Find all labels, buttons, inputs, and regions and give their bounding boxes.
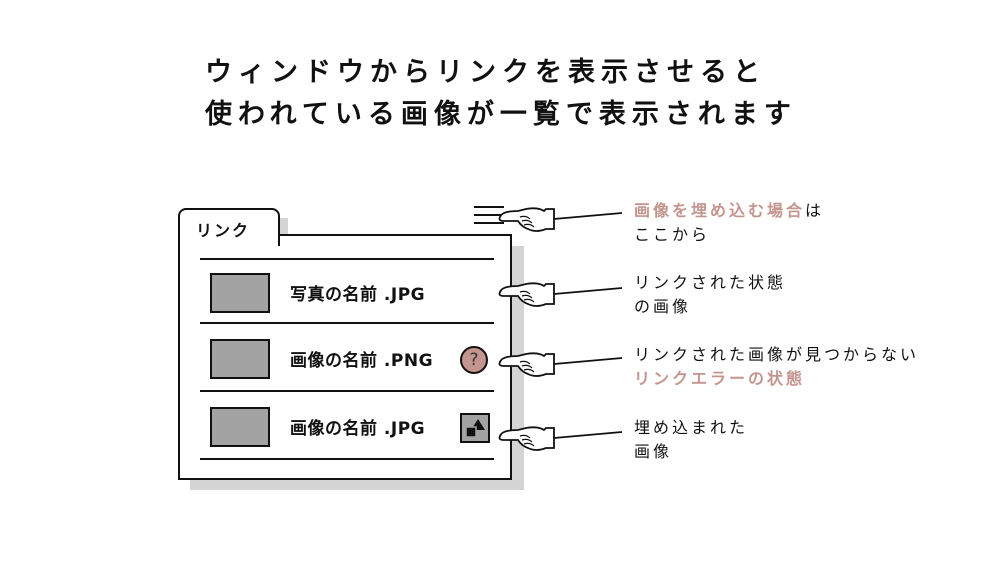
pointing-hand-icon xyxy=(498,207,622,232)
headline-line-2: 使われている画像が一覧で表示されます xyxy=(205,99,797,130)
tab-links[interactable]: リンク xyxy=(178,208,280,246)
annotation-text: リンクされた状態 xyxy=(634,273,787,292)
annotation-line-2: ここから xyxy=(634,225,711,244)
pointing-hand-icon xyxy=(498,426,622,451)
annotation-accent: リンクエラーの状態 xyxy=(634,369,806,388)
file-name: 画像の名前 .JPG xyxy=(290,419,426,439)
divider xyxy=(200,458,494,460)
annotation-line-2: 画像 xyxy=(634,442,673,461)
annotation-linked: リンクされた状態 の画像 xyxy=(634,271,786,319)
annotation-missing: リンクされた画像が見つからない リンクエラーの状態 xyxy=(634,343,919,391)
thumbnail xyxy=(210,273,270,313)
missing-link-icon[interactable]: ? xyxy=(460,346,488,374)
annotation-line-2: の画像 xyxy=(634,297,692,316)
annotation-embedded: 埋め込まれた 画像 xyxy=(634,416,748,464)
annotation-text: は xyxy=(805,201,825,220)
thumbnail xyxy=(210,339,270,379)
pointing-hand-icon xyxy=(498,352,622,377)
divider xyxy=(200,322,494,324)
annotation-embed: 画像を埋め込む場合は ここから xyxy=(634,199,824,247)
embedded-icon[interactable] xyxy=(460,413,490,443)
divider xyxy=(200,258,494,260)
thumbnail xyxy=(210,407,270,447)
annotation-accent: 画像を埋め込む場合 xyxy=(634,201,806,220)
annotation-text: リンクされた画像が見つからない xyxy=(634,345,920,364)
file-name: 写真の名前 .JPG xyxy=(290,285,426,305)
headline: ウィンドウからリンクを表示させると 使われている画像が一覧で表示されます xyxy=(205,52,797,136)
links-panel: 写真の名前 .JPG 画像の名前 .PNG ? 画像の名前 .JPG xyxy=(178,234,512,480)
link-row[interactable]: 写真の名前 .JPG xyxy=(180,260,510,324)
headline-line-1: ウィンドウからリンクを表示させると xyxy=(205,57,766,88)
annotation-text: 埋め込まれた xyxy=(634,418,749,437)
link-row[interactable]: 画像の名前 .PNG ? xyxy=(180,326,510,390)
tab-label: リンク xyxy=(196,221,251,240)
divider xyxy=(200,390,494,392)
pointing-hand-icon xyxy=(498,282,622,307)
file-name: 画像の名前 .PNG xyxy=(290,351,434,371)
hamburger-menu-icon[interactable] xyxy=(474,206,504,228)
link-row[interactable]: 画像の名前 .JPG xyxy=(180,394,510,458)
